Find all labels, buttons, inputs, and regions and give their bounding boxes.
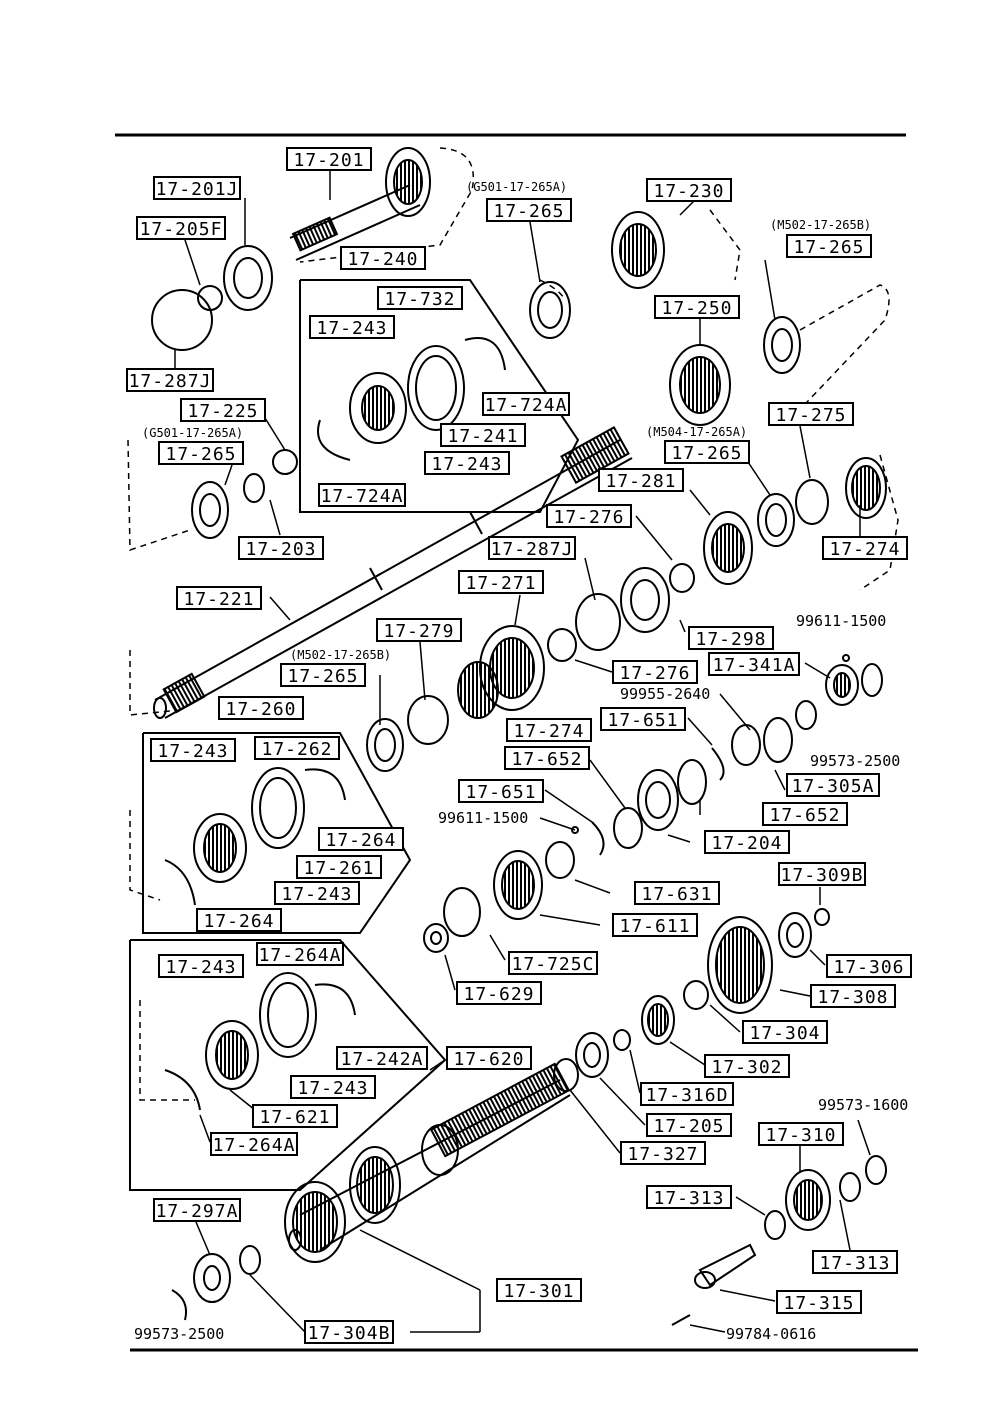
part-17-301: 17-301	[496, 1278, 582, 1302]
part-17-201j: 17-201J	[153, 176, 241, 200]
part-17-281: 17-281	[598, 468, 684, 492]
variant-note: (G501-17-265A)	[142, 426, 244, 440]
part-17-308: 17-308	[810, 984, 896, 1008]
part-17-261: 17-261	[296, 855, 382, 879]
variant-note: (M502-17-265B)	[290, 648, 392, 662]
part-17-262: 17-262	[254, 736, 340, 760]
countershaft-17-301	[284, 1062, 571, 1263]
part-17-264a: 17-264A	[256, 942, 344, 966]
part-17-651: 17-651	[458, 779, 544, 803]
part-17-732: 17-732	[377, 286, 463, 310]
part-17-652: 17-652	[504, 746, 590, 770]
part-99611-1500: 99611-1500	[796, 612, 887, 630]
part-17-243: 17-243	[290, 1075, 376, 1099]
part-17-203: 17-203	[238, 536, 324, 560]
part-17-309b: 17-309B	[778, 862, 866, 886]
part-17-230: 17-230	[646, 178, 732, 202]
variant-note: (G501-17-265A)	[466, 180, 568, 194]
part-17-305a: 17-305A	[786, 773, 880, 797]
part-17-243: 17-243	[150, 738, 236, 762]
variant-note: (M504-17-265A)	[646, 425, 748, 439]
part-17-316d: 17-316D	[640, 1082, 734, 1106]
part-17-204: 17-204	[704, 830, 790, 854]
part-17-276: 17-276	[612, 660, 698, 684]
part-17-631: 17-631	[634, 881, 720, 905]
part-17-201: 17-201	[286, 147, 372, 171]
part-17-242a: 17-242A	[336, 1046, 428, 1070]
part-17-313: 17-313	[812, 1250, 898, 1274]
part-17-265: 17-265	[158, 441, 244, 465]
part-17-620: 17-620	[446, 1046, 532, 1070]
part-17-264: 17-264	[318, 827, 404, 851]
part-17-298: 17-298	[688, 626, 774, 650]
part-17-279: 17-279	[376, 618, 462, 642]
part-17-250: 17-250	[654, 295, 740, 319]
part-17-341a: 17-341A	[708, 652, 800, 676]
part-17-297a: 17-297A	[153, 1198, 241, 1222]
part-17-315: 17-315	[776, 1290, 862, 1314]
part-17-260: 17-260	[218, 696, 304, 720]
part-17-243: 17-243	[158, 954, 244, 978]
part-17-225: 17-225	[180, 398, 266, 422]
part-17-265: 17-265	[280, 663, 366, 687]
part-17-327: 17-327	[620, 1141, 706, 1165]
part-17-271: 17-271	[458, 570, 544, 594]
part-17-205: 17-205	[646, 1113, 732, 1137]
part-17-264a: 17-264A	[210, 1132, 298, 1156]
part-17-287j: 17-287J	[126, 368, 214, 392]
box-17-260	[142, 732, 412, 934]
part-17-264: 17-264	[196, 908, 282, 932]
part-17-306: 17-306	[826, 954, 912, 978]
part-17-275: 17-275	[768, 402, 854, 426]
part-17-313: 17-313	[646, 1185, 732, 1209]
part-17-274: 17-274	[506, 718, 592, 742]
part-17-725c: 17-725C	[508, 951, 598, 975]
box-17-620	[129, 939, 447, 1191]
part-17-629: 17-629	[456, 981, 542, 1005]
part-17-274: 17-274	[822, 536, 908, 560]
part-17-287j: 17-287J	[488, 536, 576, 560]
part-17-243: 17-243	[309, 315, 395, 339]
part-99611-1500: 99611-1500	[438, 809, 529, 827]
part-17-240: 17-240	[340, 246, 426, 270]
part-17-265: 17-265	[486, 198, 572, 222]
part-99573-2500: 99573-2500	[134, 1325, 225, 1343]
mainshaft-17-221	[153, 425, 633, 719]
part-99573-1600: 99573-1600	[818, 1096, 909, 1114]
part-17-243: 17-243	[274, 881, 360, 905]
part-17-241: 17-241	[440, 423, 526, 447]
part-17-621: 17-621	[252, 1104, 338, 1128]
part-17-265: 17-265	[786, 234, 872, 258]
part-17-243: 17-243	[424, 451, 510, 475]
part-17-651: 17-651	[600, 707, 686, 731]
part-99784-0616: 99784-0616	[726, 1325, 817, 1343]
part-17-724a: 17-724A	[482, 392, 570, 416]
part-99573-2500: 99573-2500	[810, 752, 901, 770]
variant-note: (M502-17-265B)	[770, 218, 872, 232]
part-17-652: 17-652	[762, 802, 848, 826]
input-shaft-17-201	[289, 147, 431, 261]
part-17-221: 17-221	[176, 586, 262, 610]
box-17-240	[299, 279, 580, 513]
part-17-310: 17-310	[758, 1122, 844, 1146]
part-99955-2640: 99955-2640	[620, 685, 711, 703]
part-17-276: 17-276	[546, 504, 632, 528]
part-17-304b: 17-304B	[304, 1320, 394, 1344]
part-17-304: 17-304	[742, 1020, 828, 1044]
part-17-611: 17-611	[612, 913, 698, 937]
part-17-302: 17-302	[704, 1054, 790, 1078]
part-17-205f: 17-205F	[136, 216, 226, 240]
part-17-724a: 17-724A	[318, 483, 406, 507]
part-17-265: 17-265	[664, 440, 750, 464]
